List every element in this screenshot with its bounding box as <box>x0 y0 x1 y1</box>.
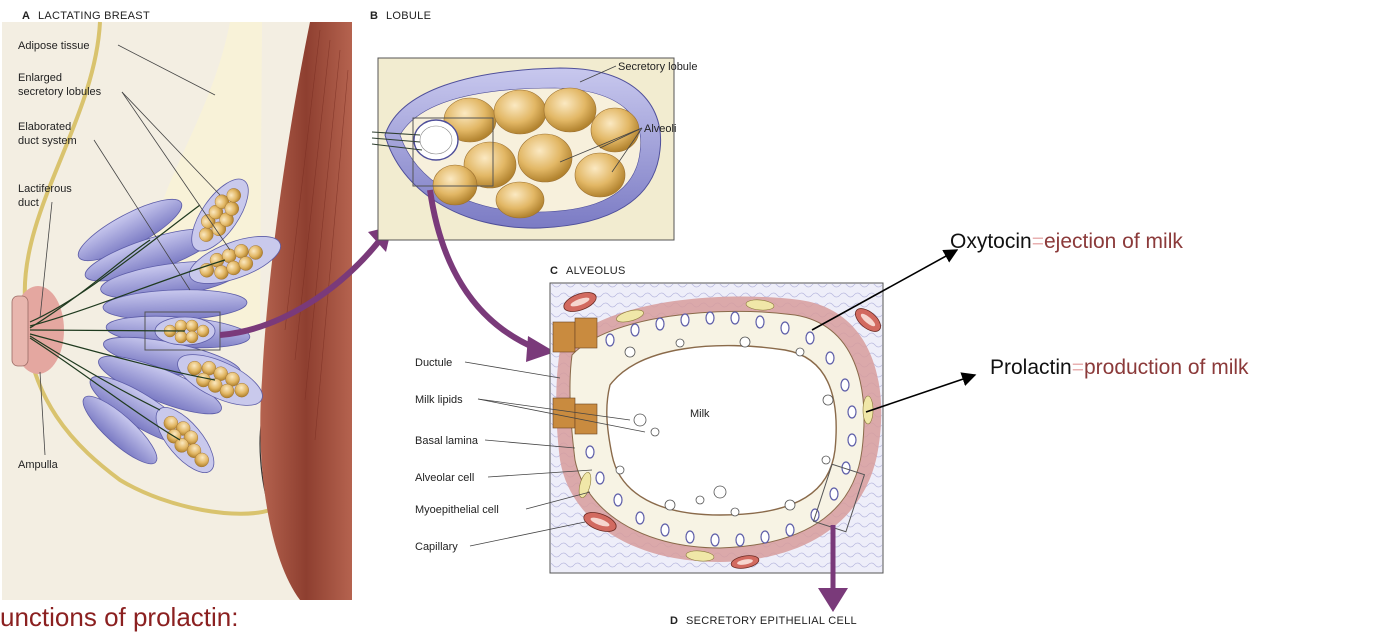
prolactin-equals: = <box>1072 356 1084 379</box>
label-ampulla: Ampulla <box>18 459 59 471</box>
panel-d-title: SECRETORY EPITHELIAL CELL <box>686 615 857 627</box>
label-enlarged-line1: Enlarged <box>18 72 62 84</box>
label-lactiferous-line1: Lactiferous <box>18 183 72 195</box>
label-alveolar-cell: Alveolar cell <box>415 472 474 484</box>
panel-c-letter: C <box>550 265 558 277</box>
label-elaborated-line1: Elaborated <box>18 121 71 133</box>
label-elaborated-line2: duct system <box>18 135 77 147</box>
label-adipose-tissue: Adipose tissue <box>18 40 90 52</box>
label-lactiferous-line2: duct <box>18 197 39 209</box>
label-secretory-lobule: Secretory lobule <box>618 61 698 73</box>
panel-b: B LOBULE Secretory lobule Alveoli <box>370 10 698 240</box>
prolactin-effect: production of milk <box>1084 356 1249 379</box>
prolactin-annotation: Prolactin=production of milk <box>990 356 1249 380</box>
panel-c-title: ALVEOLUS <box>566 265 626 277</box>
label-capillary: Capillary <box>415 541 458 553</box>
label-myoepithelial-cell: Myoepithelial cell <box>415 504 499 516</box>
panel-c: C ALVEOLUS <box>415 250 975 573</box>
label-alveoli: Alveoli <box>644 123 676 135</box>
panel-a-letter: A <box>22 10 30 22</box>
label-milk: Milk <box>690 408 710 420</box>
label-milk-lipids: Milk lipids <box>415 394 463 406</box>
label-basal-lamina: Basal lamina <box>415 435 479 447</box>
panel-d-letter: D <box>670 615 678 627</box>
panel-b-letter: B <box>370 10 378 22</box>
oxytocin-effect: ejection of milk <box>1044 230 1183 253</box>
functions-of-prolactin-heading: unctions of prolactin: <box>0 602 238 633</box>
oxytocin-annotation: Oxytocin=ejection of milk <box>950 230 1183 254</box>
oxytocin-equals: = <box>1032 230 1044 253</box>
oxytocin-label: Oxytocin <box>950 230 1032 253</box>
panel-a: A LACTATING BREAST Adipose tissue Enlarg… <box>2 10 352 600</box>
prolactin-label: Prolactin <box>990 356 1072 379</box>
label-enlarged-line2: secretory lobules <box>18 86 102 98</box>
label-ductule: Ductule <box>415 357 452 369</box>
panel-a-title: LACTATING BREAST <box>38 10 150 22</box>
panel-b-title: LOBULE <box>386 10 431 22</box>
